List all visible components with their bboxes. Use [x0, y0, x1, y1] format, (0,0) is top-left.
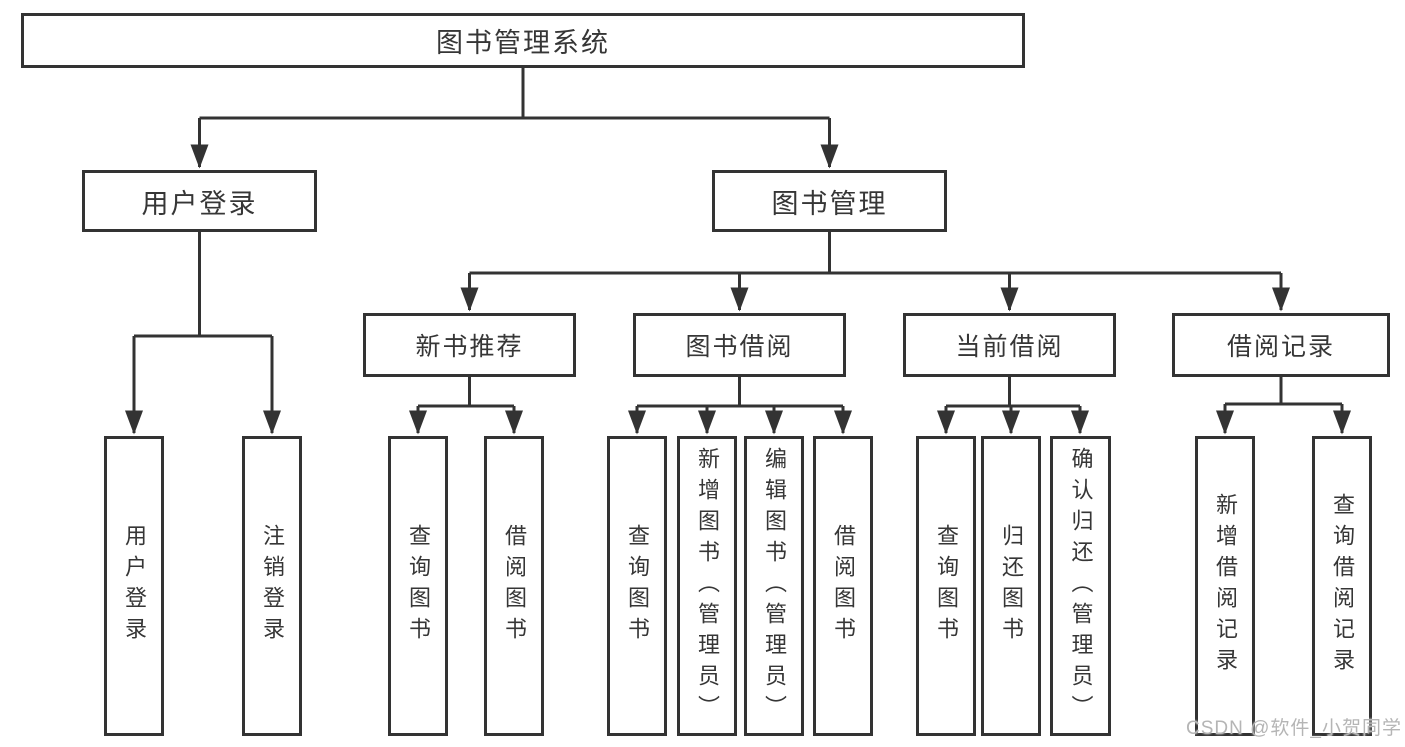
node-label: 新书推荐 [415, 333, 524, 361]
node-label: 编辑图书（管理员） [762, 446, 787, 726]
node-new-book-recommendation: 新书推荐 [363, 313, 576, 377]
node-label: 查询借阅记录 [1330, 493, 1355, 679]
node-label: 查询图书 [625, 524, 650, 648]
node-label: 新增借阅记录 [1213, 493, 1238, 679]
node-book-borrowing: 图书借阅 [633, 313, 846, 377]
leaf-query-borrowing-record: 查询借阅记录 [1312, 436, 1372, 736]
node-label: 图书管理 [771, 188, 888, 219]
leaf-borrow-books: 借阅图书 [813, 436, 873, 736]
node-label: 借阅记录 [1226, 333, 1335, 361]
node-label: 图书借阅 [685, 333, 794, 361]
node-borrowing-records: 借阅记录 [1172, 313, 1390, 377]
node-book-management: 图书管理 [712, 170, 947, 232]
node-label: 借阅图书 [831, 524, 856, 648]
node-label: 借阅图书 [502, 524, 527, 648]
node-label: 新增图书（管理员） [695, 446, 720, 726]
node-label: 图书管理系统 [436, 28, 610, 58]
node-label: 确认归还（管理员） [1068, 446, 1094, 726]
leaf-query-books-recommend: 查询图书 [388, 436, 448, 736]
leaf-borrow-books-recommend: 借阅图书 [484, 436, 544, 736]
node-label: 用户登录 [122, 524, 147, 648]
node-label: 查询图书 [934, 524, 959, 648]
leaf-add-books-admin: 新增图书（管理员） [677, 436, 737, 736]
node-label: 当前借阅 [955, 333, 1064, 361]
csdn-watermark: CSDN @软件_小贺同学 [1186, 718, 1402, 739]
leaf-query-books-current: 查询图书 [916, 436, 976, 736]
leaf-query-books-borrowing: 查询图书 [607, 436, 667, 736]
node-label: 注销登录 [260, 524, 285, 648]
node-label: 归还图书 [999, 524, 1024, 648]
leaf-add-borrowing-record: 新增借阅记录 [1195, 436, 1255, 736]
node-label: 查询图书 [406, 524, 431, 648]
leaf-confirm-return-admin: 确认归还（管理员） [1050, 436, 1111, 736]
node-label: 用户登录 [141, 188, 258, 219]
node-current-borrowing: 当前借阅 [903, 313, 1116, 377]
leaf-logout: 注销登录 [242, 436, 302, 736]
leaf-user-login: 用户登录 [104, 436, 164, 736]
node-library-management-system: 图书管理系统 [21, 13, 1025, 68]
node-user-login: 用户登录 [82, 170, 317, 232]
leaf-return-books: 归还图书 [981, 436, 1041, 736]
leaf-edit-books-admin: 编辑图书（管理员） [744, 436, 804, 736]
